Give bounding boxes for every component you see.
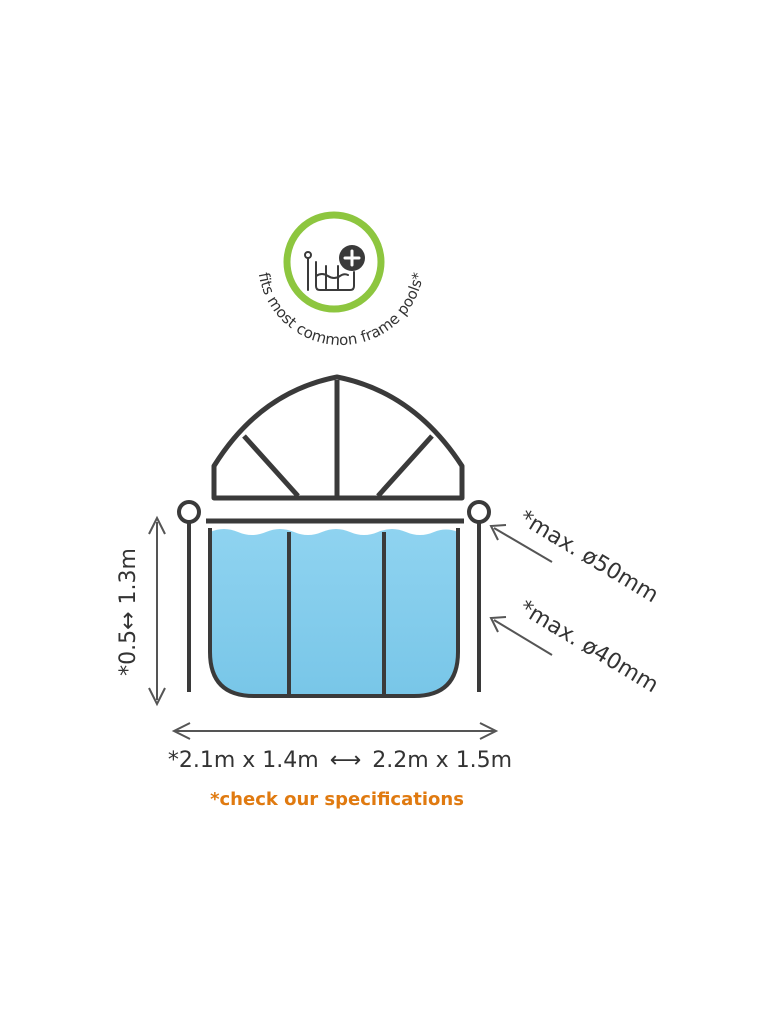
cover-rib-left xyxy=(242,434,300,498)
height-dimension xyxy=(148,515,166,707)
cover-dome xyxy=(211,374,465,501)
pipe-top-pointer xyxy=(489,524,553,563)
pool-wall xyxy=(208,528,460,698)
left-pole-ring xyxy=(177,500,201,524)
width-dimension xyxy=(171,722,499,740)
pool-illustration xyxy=(177,374,491,698)
cover-rib-right xyxy=(376,434,434,498)
badge-ring xyxy=(283,211,385,313)
width-label: *2.1m x 1.4m ⟷ 2.2m x 1.5m xyxy=(168,748,512,773)
size-arrow-icon: ⟷ xyxy=(330,748,362,773)
right-pole-ring xyxy=(467,500,491,524)
specifications-note: *check our specifications xyxy=(210,789,464,810)
pipe-bottom-pointer xyxy=(489,616,553,656)
pool-water xyxy=(210,529,458,696)
pool-plus-icon xyxy=(304,245,365,291)
compatibility-badge: fits most common frame pools* xyxy=(255,211,427,349)
size-min: *2.1m x 1.4m xyxy=(168,748,319,773)
pipe-top-label: *max. ø50mm xyxy=(515,506,663,608)
size-max: 2.2m x 1.5m xyxy=(372,748,512,773)
height-label: *0.5↔ 1.3m xyxy=(116,548,141,676)
